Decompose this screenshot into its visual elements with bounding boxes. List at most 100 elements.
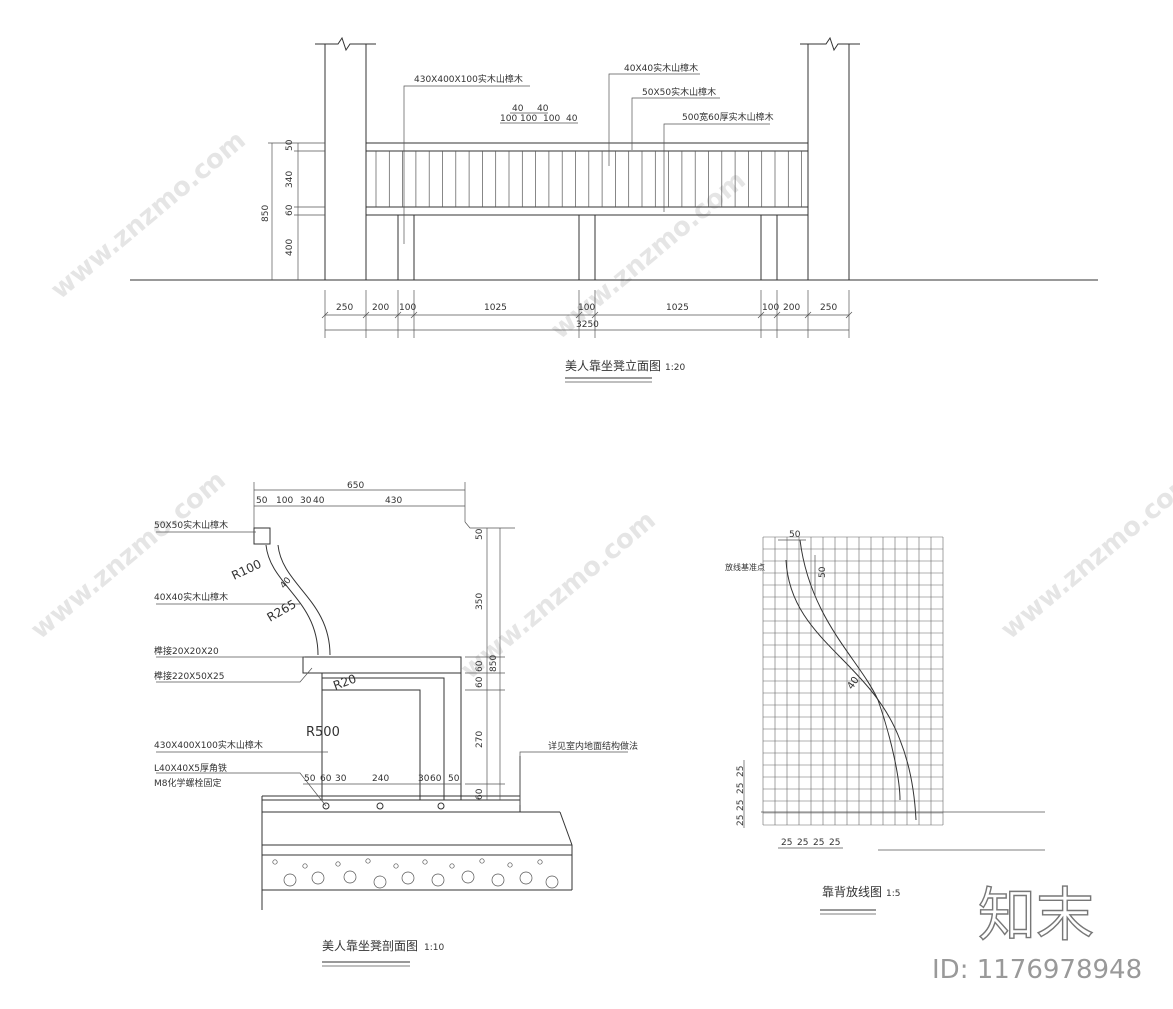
sec-scale: 1:10 <box>424 943 444 953</box>
watermark-site-3: www.znzmo.com <box>25 465 231 645</box>
sec-radius-r100: R100 <box>229 557 263 583</box>
sec-dim-r-60b: 60 <box>475 676 485 688</box>
gravel-stone <box>272 859 278 865</box>
gravel-stone <box>365 858 371 864</box>
sec-dim-b-60a: 60 <box>320 774 332 784</box>
sec-label-angle-iron: L40X40X5厚角铁 <box>154 762 227 774</box>
sec-dim-r-50: 50 <box>475 528 485 540</box>
dim-tick-slash <box>410 311 418 319</box>
gravel-stone <box>401 871 415 885</box>
elev-dim-b-5: 100 <box>578 303 595 313</box>
elev-dim-b-6: 1025 <box>666 303 689 313</box>
sec-label-40x40: 40X40实木山樟木 <box>154 591 228 603</box>
elev-dim-top-3: 100 <box>543 114 560 124</box>
grid-scale: 1:5 <box>886 889 900 899</box>
watermark-site-5: www.znzmo.com <box>995 465 1173 645</box>
sec-dim-r-60a: 60 <box>475 660 485 672</box>
elev-label-50x50: 50X50实木山樟木 <box>642 86 716 98</box>
section-text: 650 50 100 30 40 430 50X50实木山樟木 40X40实木山… <box>154 481 638 953</box>
grid-dim-left-1: 25 <box>736 766 746 777</box>
sec-label-tenon-20: 榫接20X20X20 <box>154 645 219 657</box>
gravel-stone <box>431 873 445 887</box>
sec-dim-r-60c: 60 <box>475 788 485 800</box>
sec-dim-b-240: 240 <box>372 774 389 784</box>
dim-tick-slash <box>321 311 329 319</box>
gravel-stone <box>335 861 341 867</box>
elev-label-40x40: 40X40实木山樟木 <box>624 62 698 74</box>
elev-dim-v-340: 340 <box>285 171 295 188</box>
sec-title: 美人靠坐凳剖面图 <box>322 938 418 953</box>
elev-dim-v-50: 50 <box>285 139 295 151</box>
gravel-stone <box>507 862 513 868</box>
grid-dim-bottom-1: 25 <box>781 838 792 848</box>
grid-dim-left-4: 25 <box>736 815 746 826</box>
sec-label-430x400: 430X400X100实木山樟木 <box>154 739 263 751</box>
dim-tick-slash <box>757 311 765 319</box>
elev-dim-top2-2: 40 <box>537 104 549 114</box>
grid-dim-bottom-3: 25 <box>813 838 824 848</box>
gravel-stone <box>302 863 308 869</box>
elev-dim-b-9: 250 <box>820 303 837 313</box>
sec-label-tenon-220: 榫接220X50X25 <box>154 670 224 682</box>
grid-layout-drawing <box>743 536 1045 915</box>
grid-title: 靠背放线图 <box>822 884 882 899</box>
sec-dim-r-270: 270 <box>475 731 485 748</box>
sec-dim-650: 650 <box>347 481 364 491</box>
sec-dim-b-30b: 30 <box>418 774 430 784</box>
brand-watermark: 知末 ID: 1176978948 <box>932 880 1142 985</box>
sec-dim-top-430: 430 <box>385 496 402 506</box>
elevation-text: 430X400X100实木山樟木 40X40实木山樟木 50X50实木山樟木 5… <box>261 62 837 373</box>
sec-dim-r-350: 350 <box>475 593 485 610</box>
gravel-stone <box>519 871 533 885</box>
elev-dim-top2-1: 40 <box>512 104 524 114</box>
elev-dim-b-2: 200 <box>372 303 389 313</box>
gravel-stone <box>283 873 297 887</box>
grid-label-origin: 放线基准点 <box>725 562 765 572</box>
sec-dim-r-850: 850 <box>489 655 499 672</box>
gravel-stone <box>545 875 559 889</box>
elev-dim-total-height: 850 <box>261 205 271 222</box>
elev-dim-b-3: 100 <box>399 303 416 313</box>
grid-dim-side-50: 50 <box>818 566 828 578</box>
dim-tick-slash <box>845 311 853 319</box>
elevation-drawing <box>130 36 1098 383</box>
elev-label-430x400: 430X400X100实木山樟木 <box>414 73 523 85</box>
grid-layout-text: 50 50 40 放线基准点 25 25 25 25 25 25 25 25 靠… <box>725 530 900 899</box>
watermark-site-1: www.znzmo.com <box>45 125 251 305</box>
brand-id-text: ID: 1176978948 <box>932 955 1142 985</box>
gravel-stone <box>449 863 455 869</box>
sec-dim-top-50: 50 <box>256 496 268 506</box>
gravel-stone <box>393 863 399 869</box>
gravel-stone <box>422 859 428 865</box>
elev-dim-v-400: 400 <box>285 239 295 256</box>
sec-label-note: 详见室内地面结构做法 <box>548 740 638 752</box>
gravel-stone <box>479 858 485 864</box>
grid-dim-top-50: 50 <box>789 530 801 540</box>
sec-radius-r265: R265 <box>265 597 299 625</box>
sec-label-bolt: M8化学螺栓固定 <box>154 777 222 789</box>
elev-dim-top-2: 100 <box>520 114 537 124</box>
dim-tick-slash <box>804 311 812 319</box>
gravel-stone <box>461 870 475 884</box>
sec-dim-b-50a: 50 <box>304 774 316 784</box>
gravel-stone <box>491 873 505 887</box>
dim-tick-slash <box>591 311 599 319</box>
elev-dim-top-1: 100 <box>500 114 517 124</box>
brand-logo-text: 知末 <box>978 881 1094 949</box>
gravel-stone <box>537 859 543 865</box>
elev-dim-b-8: 200 <box>783 303 800 313</box>
dim-tick-slash <box>773 311 781 319</box>
grid-dim-bottom-4: 25 <box>829 838 840 848</box>
grid-dim-left-3: 25 <box>736 800 746 811</box>
grid-dim-left-2: 25 <box>736 783 746 794</box>
elev-label-500wide: 500宽60厚实木山樟木 <box>682 111 774 123</box>
elev-dim-v-60: 60 <box>285 204 295 216</box>
gravel-stone <box>311 871 325 885</box>
dim-tick-slash <box>575 311 583 319</box>
sec-dim-b-50b: 50 <box>448 774 460 784</box>
sec-radius-r500: R500 <box>306 725 340 740</box>
elev-dim-b-4: 1025 <box>484 303 507 313</box>
watermark-site-4: www.znzmo.com <box>455 505 661 685</box>
gravel-stone <box>373 875 387 889</box>
